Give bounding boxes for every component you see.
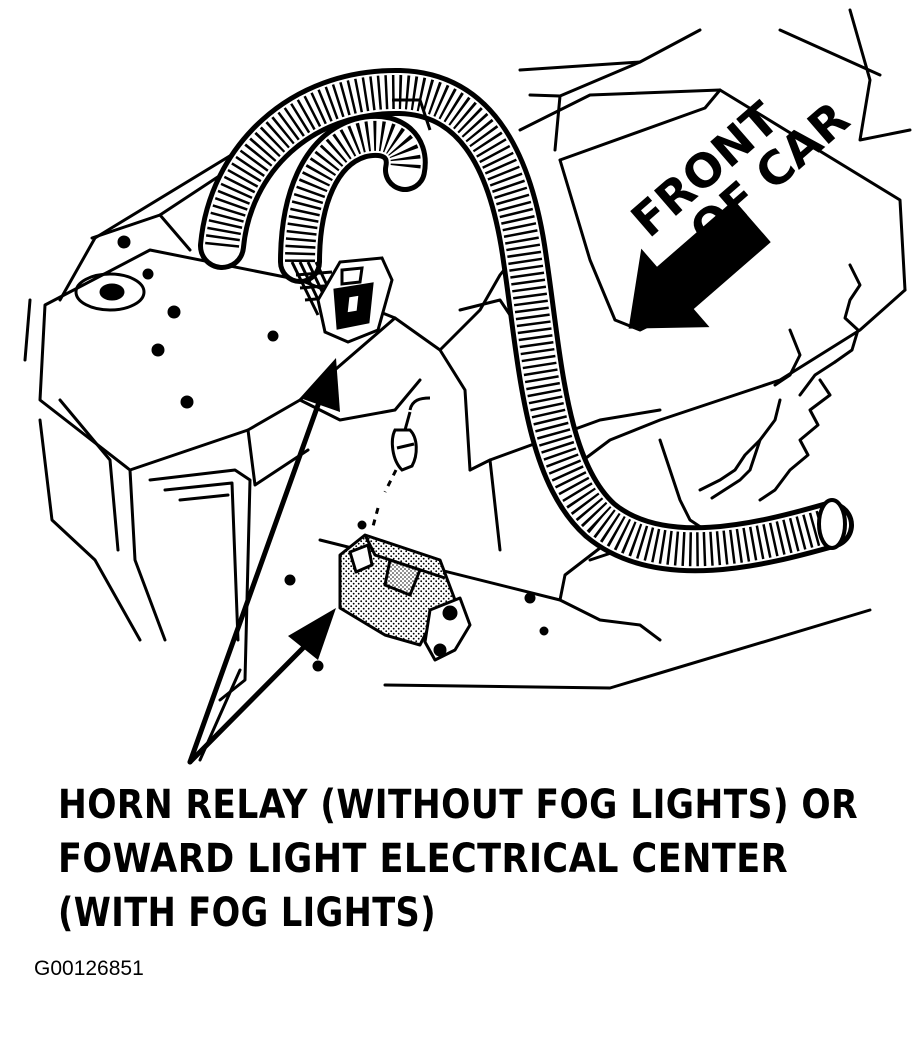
figure-id: G00126851	[34, 957, 144, 980]
front-direction-arrow	[628, 199, 771, 329]
mounting-holes	[74, 235, 549, 672]
caption-line-3: (WITH FOG LIGHTS)	[58, 890, 436, 936]
harness-connector	[316, 256, 394, 344]
caption-line-1: HORN RELAY (WITHOUT FOG LIGHTS) OR	[58, 782, 858, 828]
caption-line-2: FOWARD LIGHT ELECTRICAL CENTER	[58, 836, 788, 882]
relay-lead-wire	[370, 396, 431, 531]
horn-relay	[338, 533, 472, 662]
wiring-harness	[198, 67, 854, 574]
front-of-car-indicator: FRONT OF CAR	[621, 91, 859, 329]
callout-arrows	[187, 358, 340, 765]
caption: HORN RELAY (WITHOUT FOG LIGHTS) OR FOWAR…	[58, 782, 858, 936]
